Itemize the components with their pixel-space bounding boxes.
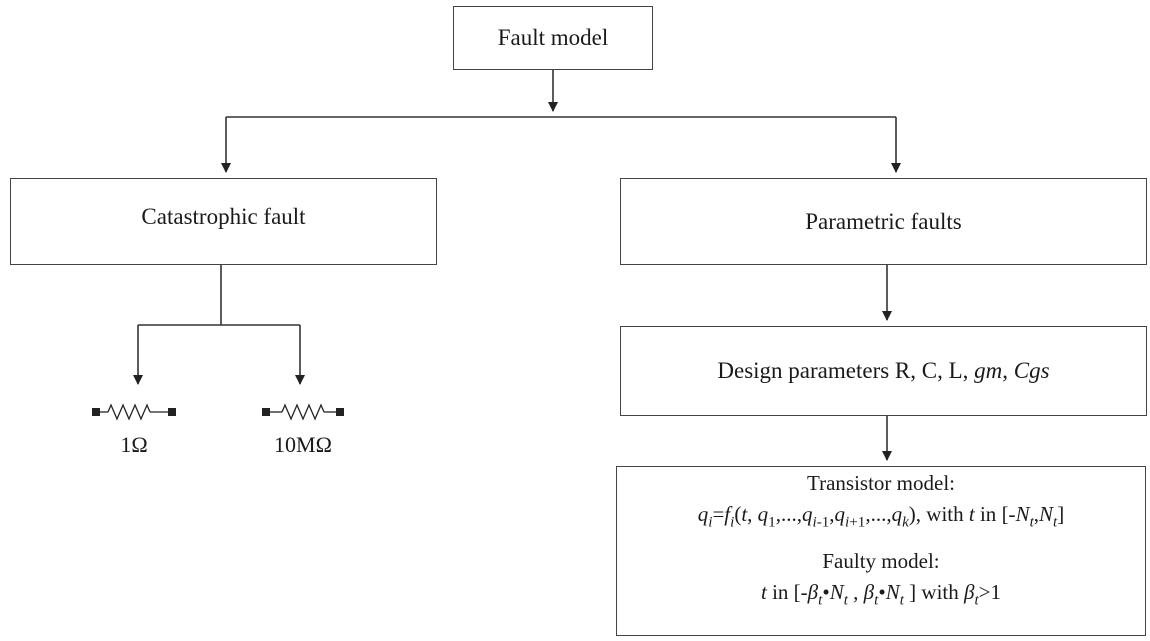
design-parameters-node: Design parameters R, C, L, gm, Cgs	[620, 326, 1147, 416]
parametric-faults-label: Parametric faults	[805, 208, 962, 234]
fault-model-label: Fault model	[497, 25, 609, 50]
catastrophic-fault-label: Catastrophic fault	[141, 203, 306, 229]
fault-model-node: Fault model	[453, 6, 653, 70]
resistor-10mohm-label: 10MΩ	[274, 432, 332, 457]
catastrophic-fault-node: Catastrophic fault	[10, 178, 437, 265]
faulty-model-title: Faulty model:	[822, 549, 940, 573]
transistor-model-title: Transistor model:	[807, 471, 955, 495]
model-node: Transistor model: qi=fi(t, q1,...,qi-1,q…	[616, 466, 1146, 636]
transistor-model-equation: qi=fi(t, q1,...,qi-1,qi+1,...,qk), with …	[697, 502, 1065, 531]
parametric-faults-node: Parametric faults	[620, 178, 1147, 265]
design-parameters-label: Design parameters R, C, L, gm, Cgs	[717, 358, 1050, 383]
resistor-10mohm-symbol	[262, 403, 344, 421]
resistor-1ohm-label: 1Ω	[120, 432, 148, 457]
resistor-1ohm-symbol	[92, 403, 176, 421]
faulty-model-equation: t in [-βt•Nt , βt•Nt ] with βt>1	[760, 580, 1002, 609]
